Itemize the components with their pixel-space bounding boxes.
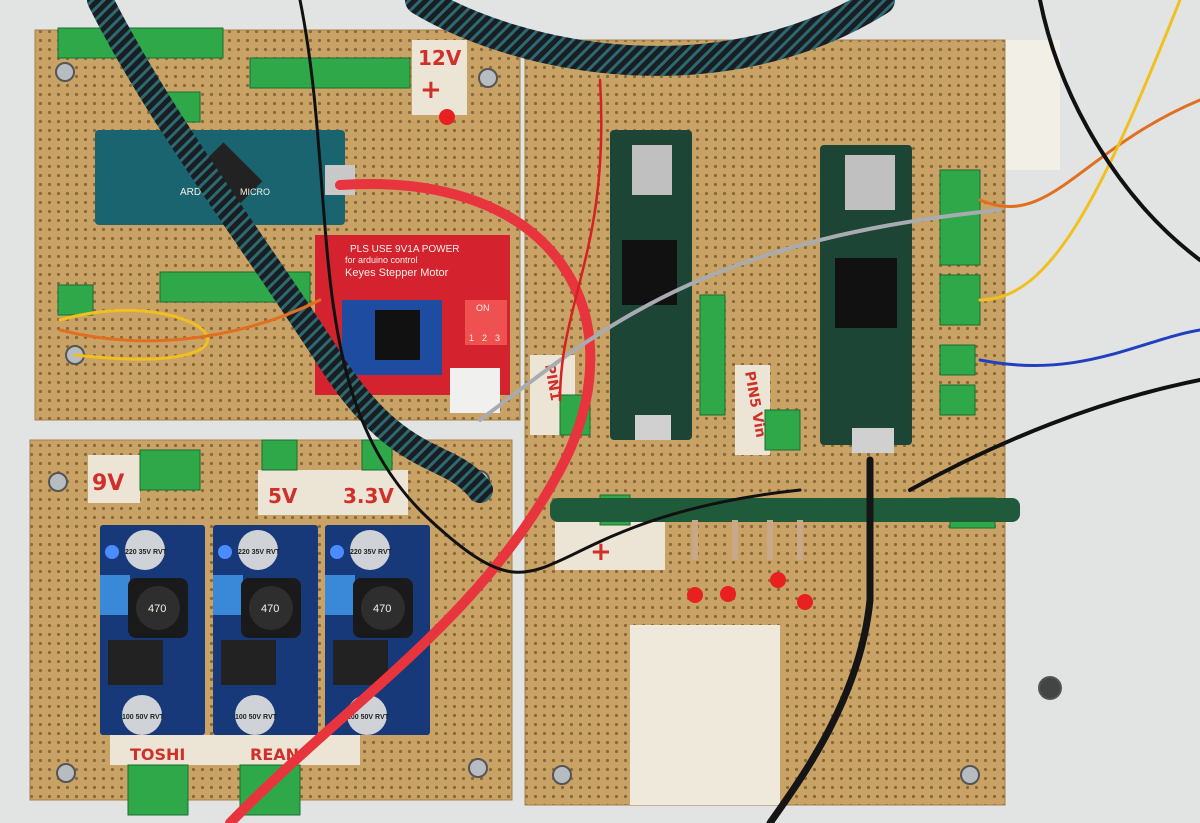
cap-top-label: 220 35V RVT — [125, 549, 168, 556]
cap-top-label: 220 35V RVT — [238, 549, 281, 556]
braided-sleeve — [87, 0, 493, 503]
tape-5v-3v3 — [258, 470, 408, 515]
dip-number-2: 2 — [482, 333, 487, 343]
wires — [58, 0, 1200, 823]
braided-sleeve-top — [405, 0, 895, 76]
tape-9v — [88, 455, 140, 503]
tape-12v — [412, 40, 467, 115]
label-plus-top: + — [420, 75, 442, 105]
inductor-label: 470 — [261, 603, 279, 615]
stepper-line3: Keyes Stepper Motor — [345, 267, 449, 279]
buck-converter: 220 35V RVT 470 100 50V RVT — [213, 525, 318, 735]
blue-led — [105, 545, 119, 559]
buck-converter: 220 35V RVT 470 100 50V RVT — [100, 525, 205, 735]
cap-bottom-label: 100 50V RVT — [122, 714, 165, 721]
tape-pin-right — [735, 365, 770, 455]
label-3v3: 3.3V — [343, 484, 394, 508]
stepper-line1: PLS USE 9V1A POWER — [350, 244, 460, 255]
red-usb-cable — [225, 178, 596, 823]
screws — [48, 62, 1062, 785]
blue-led — [330, 545, 344, 559]
label-rean: REAN — [250, 745, 299, 764]
label-toshi: TOSHI — [130, 745, 185, 764]
dip-number-3: 3 — [495, 333, 500, 343]
dip-number-1: 1 — [469, 333, 474, 343]
tape-patch — [630, 625, 780, 805]
label-12v: 12V — [418, 46, 462, 70]
blue-led — [218, 545, 232, 559]
label-9v: 9V — [92, 471, 124, 496]
arduino-model: MICRO — [240, 187, 270, 197]
label-5v: 5V — [268, 484, 298, 508]
cap-top-label: 220 35V RVT — [350, 549, 393, 556]
buck-converter: 220 35V RVT 470 100 50V RVT — [325, 525, 430, 735]
cap-bottom-label: 100 50V RVT — [235, 714, 278, 721]
header-strip — [550, 498, 1020, 522]
dip-on-label: ON — [476, 303, 490, 313]
cap-bottom-label: 100 50V RVT — [347, 714, 390, 721]
label-pin-left: PIN1 — [541, 363, 563, 402]
teensy-board-left — [610, 130, 692, 440]
black-usb-cable — [766, 456, 874, 823]
inductor-label: 470 — [373, 603, 391, 615]
teensy-board-right — [820, 145, 912, 453]
resistors — [692, 520, 803, 560]
inductor-label: 470 — [148, 603, 166, 615]
red-leds — [439, 109, 813, 610]
stepper-line2: for arduino control — [345, 255, 418, 265]
